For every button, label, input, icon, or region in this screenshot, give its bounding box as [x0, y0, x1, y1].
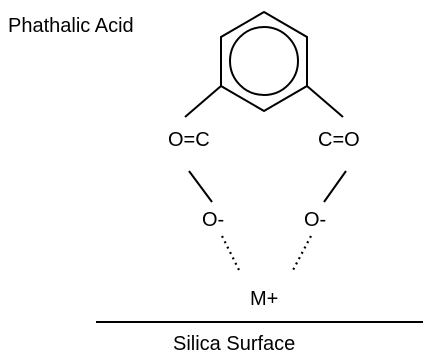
left-oxygen-label: O-	[202, 209, 224, 231]
bond-left-carbon-oxygen	[188, 170, 213, 203]
surface-label: Silica Surface	[173, 333, 295, 354]
diagram-title: Phathalic Acid	[8, 15, 134, 37]
benzene-ring	[220, 10, 308, 113]
ionic-bond-right	[291, 235, 312, 273]
right-carbonyl-label: C=O	[318, 129, 360, 151]
right-oxygen-label: O-	[304, 209, 326, 231]
bond-right-carbon-oxygen	[323, 170, 347, 203]
metal-ion-label: M+	[250, 288, 278, 310]
ring-aromatic-circle	[229, 26, 299, 96]
left-carbonyl-label: O=C	[168, 129, 210, 151]
bond-ring-left-carbon	[184, 85, 222, 118]
ring-hexagon	[220, 10, 308, 113]
ionic-bond-left	[221, 235, 241, 273]
bond-ring-right-carbon	[306, 85, 344, 118]
